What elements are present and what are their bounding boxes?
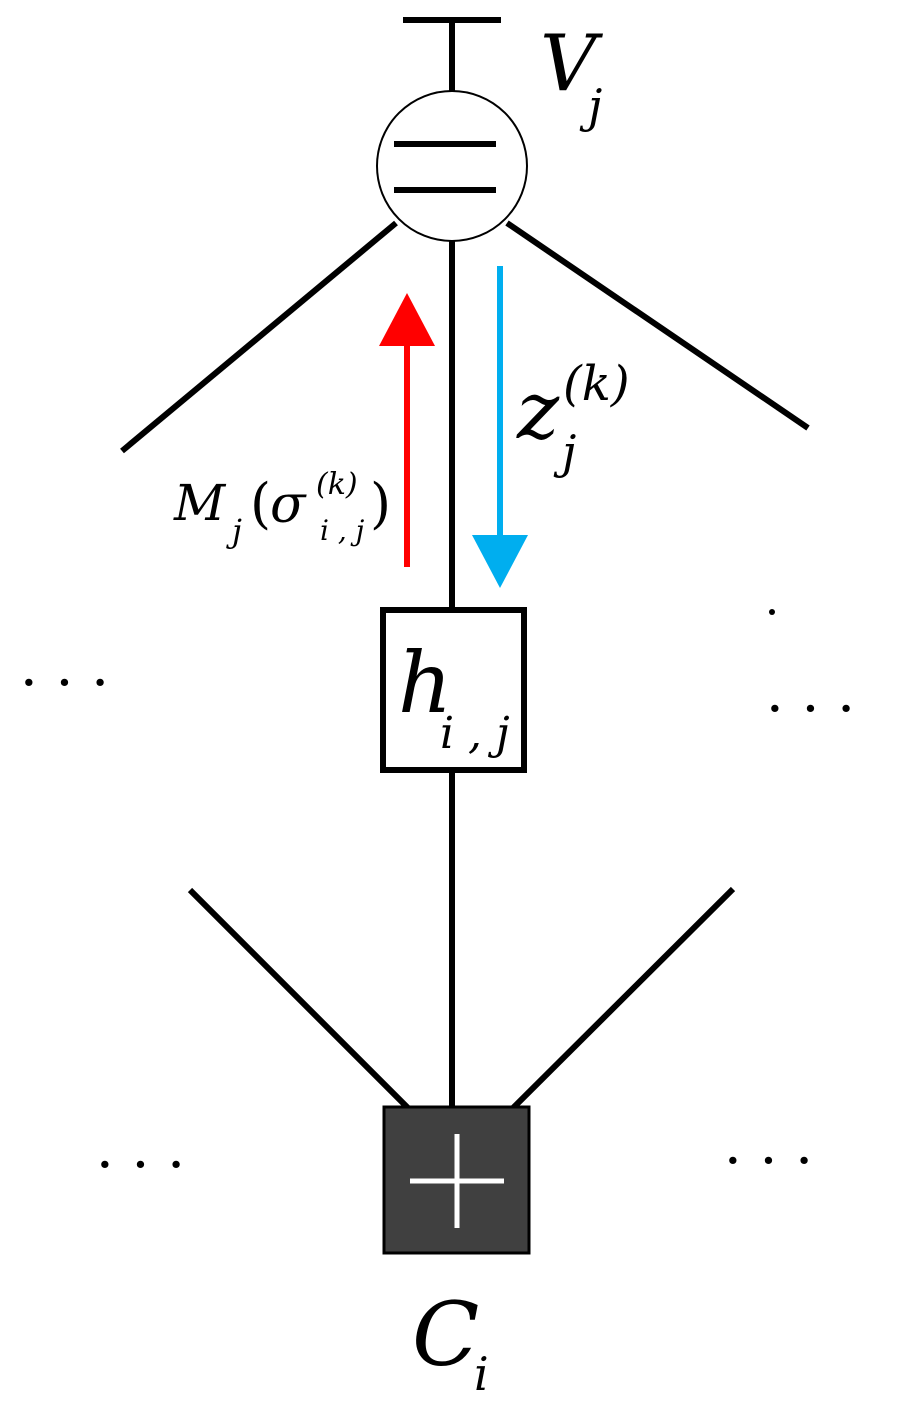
upward-message-func-sub: j bbox=[226, 512, 242, 550]
channel-node bbox=[380, 607, 527, 773]
upward-message-open-paren: ( bbox=[250, 472, 271, 535]
stray-dot bbox=[769, 609, 775, 615]
upward-message-label: M bbox=[173, 474, 227, 532]
ground-tee-icon bbox=[403, 17, 501, 94]
ellipsis-left-middle: · · · bbox=[20, 651, 109, 716]
edge-right-lower bbox=[510, 886, 736, 1111]
edge-left-lower bbox=[187, 887, 411, 1111]
check-node-icon bbox=[382, 1105, 531, 1255]
downward-message-label: z bbox=[516, 364, 560, 457]
check-node-label: C i bbox=[412, 1283, 489, 1401]
upward-message-arrow bbox=[379, 293, 435, 567]
upward-message-sigma: σ bbox=[270, 475, 307, 535]
edge-left-upper bbox=[120, 220, 398, 454]
variable-node-label: V j bbox=[540, 19, 603, 133]
downward-message-sup: (k) bbox=[563, 356, 630, 412]
ellipsis-left-lower: · · · bbox=[96, 1133, 185, 1198]
downward-message-arrow bbox=[472, 266, 528, 588]
edge-right-upper bbox=[505, 220, 810, 431]
upward-message-sigma-sub: i , j bbox=[320, 514, 365, 547]
variable-node-icon bbox=[376, 90, 528, 242]
ellipsis-right-middle: · · · bbox=[766, 677, 855, 742]
upward-message-sigma-sup: (k) bbox=[316, 467, 358, 502]
upward-message-close-paren: ) bbox=[370, 472, 391, 535]
ellipsis-right-lower: · · · bbox=[724, 1129, 813, 1194]
channel-node-label: h i , j bbox=[398, 634, 510, 759]
